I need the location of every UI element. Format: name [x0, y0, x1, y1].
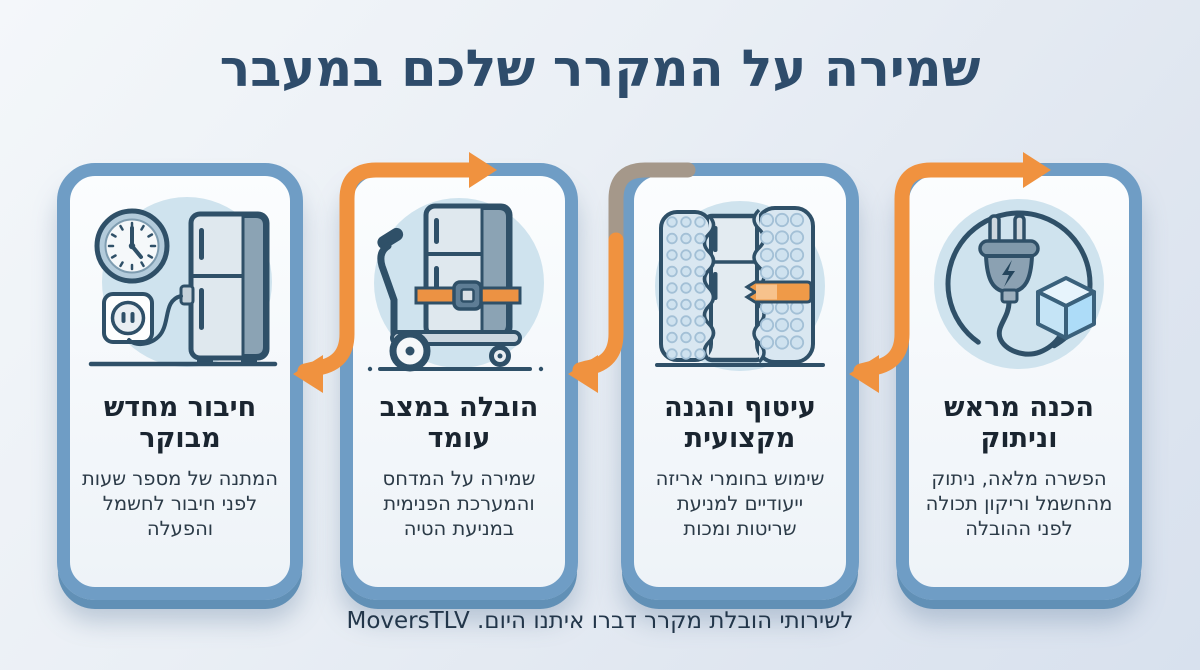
- step3-illustration: [353, 188, 565, 383]
- page-title: שמירה על המקרר שלכם במעבר: [219, 40, 981, 99]
- clock-outlet-fridge-icon: [88, 197, 278, 367]
- step-card-controlled-reconnection: חיבור מחדש מבוקר המתנה של מספר שעות לפני…: [57, 163, 303, 600]
- step1-illustration: [909, 188, 1129, 383]
- step1-description: הפשרה מלאה, ניתוק מהחשמל וריקון תכולה לפ…: [925, 466, 1113, 541]
- step-card-professional-wrapping: עיטוף והגנה מקצועית שימוש בחומרי אריזה י…: [621, 163, 859, 600]
- plug-ice-cube-icon: [934, 199, 1104, 369]
- step-card-preparation-unplug: הכנה מראש וניתוק הפשרה מלאה, ניתוק מהחשמ…: [896, 163, 1142, 600]
- step-card-upright-transport: הובלה במצב עומד שמירה על המדחס והמערכת ה…: [340, 163, 578, 600]
- step2-illustration: [634, 188, 846, 383]
- step1-heading: הכנה מראש וניתוק: [944, 392, 1094, 454]
- fridge-on-hand-truck-icon: [367, 198, 544, 372]
- step2-description: שימוש בחומרי אריזה ייעודיים למניעת שריטו…: [655, 466, 825, 541]
- bubble-wrapped-fridge-icon: [655, 201, 825, 371]
- step4-illustration: [70, 188, 290, 383]
- step3-description: שמירה על המדחס והמערכת הפנימית במניעת הט…: [382, 466, 536, 541]
- step3-heading: הובלה במצב עומד: [379, 392, 539, 454]
- step2-heading: עיטוף והגנה מקצועית: [664, 392, 816, 454]
- step4-heading: חיבור מחדש מבוקר: [103, 392, 257, 454]
- footer-cta: לשירותי הובלת מקרר דברו איתנו היום. Move…: [346, 608, 854, 634]
- step4-description: המתנה של מספר שעות לפני חיבור לחשמל והפע…: [81, 466, 279, 541]
